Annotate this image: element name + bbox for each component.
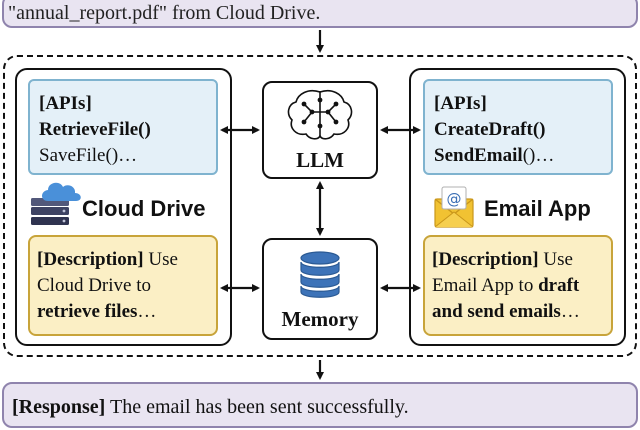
memory-label: Memory bbox=[281, 307, 359, 331]
email-description-body: Use Email App to bbox=[432, 249, 573, 296]
email-description-bold: draft and send emails bbox=[432, 275, 580, 322]
cloud-description-text: [Description] Use Cloud Drive to retriev… bbox=[37, 247, 217, 325]
email-api-header: [APIs] bbox=[434, 93, 487, 114]
email-description-header: [Description] bbox=[432, 249, 539, 270]
cloud-description-ellipsis: … bbox=[137, 301, 157, 322]
email-api-secondary-rest: ()… bbox=[522, 145, 555, 166]
cloud-api-header: [APIs] bbox=[39, 93, 92, 114]
response-text: [Response] The email has been sent succe… bbox=[12, 396, 409, 419]
cloud-api-primary: RetrieveFile() bbox=[39, 119, 151, 140]
response-body: The email has been sent successfully. bbox=[105, 396, 409, 418]
cloud-drive-description-box: [Description] Use Cloud Drive to retriev… bbox=[28, 235, 218, 336]
email-app-description-box: [Description] Use Email App to draft and… bbox=[423, 235, 613, 336]
response-box bbox=[2, 382, 638, 428]
cloud-description-header: [Description] bbox=[37, 249, 144, 270]
cloud-api-secondary: SaveFile()… bbox=[39, 145, 138, 166]
cloud-description-body: Use Cloud Drive to bbox=[37, 249, 178, 296]
email-app-api-box: [APIs] CreateDraft() SendEmail()… bbox=[423, 79, 613, 175]
email-description-text: [Description] Use Email App to draft and… bbox=[432, 247, 612, 325]
cloud-description-bold: retrieve files bbox=[37, 301, 138, 322]
cloud-drive-title: Cloud Drive bbox=[82, 196, 206, 221]
email-description-ellipsis: … bbox=[560, 301, 580, 322]
llm-label: LLM bbox=[296, 148, 344, 172]
email-api-secondary: SendEmail()… bbox=[434, 143, 554, 169]
email-api-primary: CreateDraft() bbox=[434, 119, 546, 140]
query-text: "annual_report.pdf" from Cloud Drive. bbox=[8, 2, 321, 24]
cloud-drive-api-box: [APIs] RetrieveFile() SaveFile()… bbox=[28, 79, 218, 175]
agent-frame bbox=[3, 55, 637, 357]
response-header: [Response] bbox=[12, 396, 106, 418]
query-box bbox=[2, 0, 638, 28]
email-api-secondary-bold: SendEmail bbox=[434, 145, 523, 166]
svg-text:@: @ bbox=[447, 190, 462, 208]
email-app-title: Email App bbox=[484, 196, 591, 221]
